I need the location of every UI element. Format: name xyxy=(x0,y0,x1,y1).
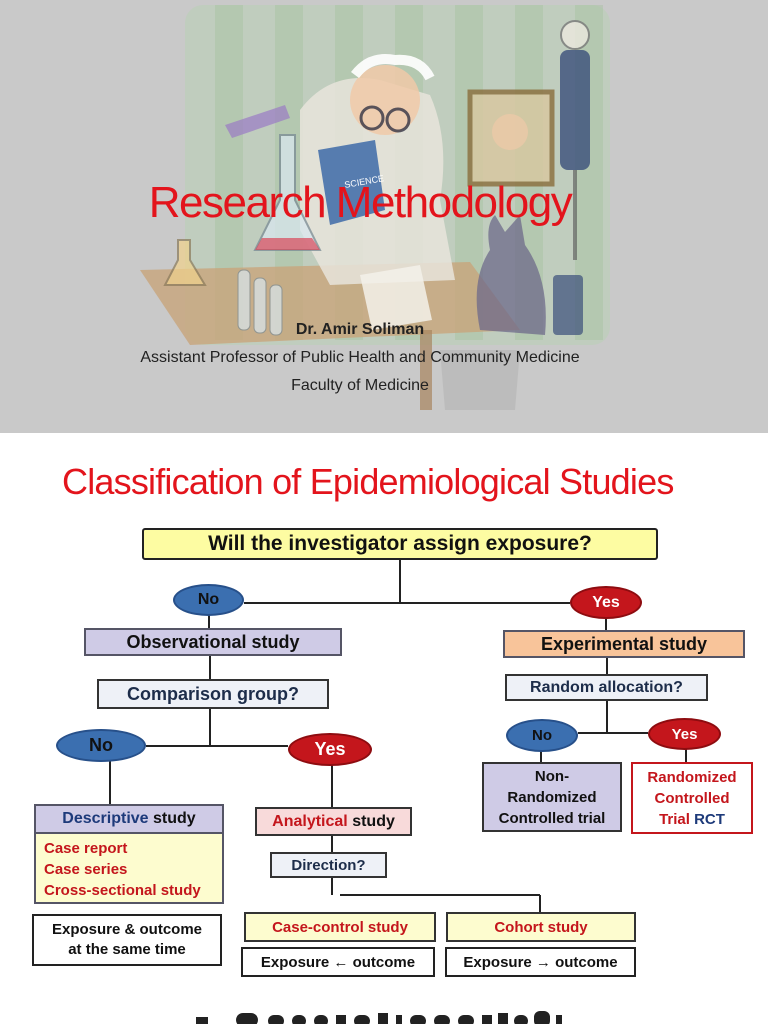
non-randomized-trial-box: Non- Randomized Controlled trial xyxy=(482,762,622,832)
exposure-same-line2: at the same time xyxy=(68,941,186,958)
no-oval-comparison: No xyxy=(56,729,146,762)
list-item: Cross-sectional study xyxy=(44,882,201,899)
list-item: Case report xyxy=(44,840,128,857)
descriptive-word: Descriptive xyxy=(62,810,149,827)
assign-exposure-question: Will the investigator assign exposure? xyxy=(142,528,658,560)
yes-oval-random: Yes xyxy=(648,718,721,750)
comparison-group-question: Comparison group? xyxy=(97,679,329,709)
nrct-line3: Controlled trial xyxy=(498,809,606,827)
observational-study-box: Observational study xyxy=(84,628,342,656)
direction-question: Direction? xyxy=(270,852,387,878)
scientist-illustration: SCIENCE xyxy=(140,5,610,410)
experimental-study-box: Experimental study xyxy=(503,630,745,658)
slide-title: Research Methodology xyxy=(148,178,573,227)
author-faculty: Faculty of Medicine xyxy=(291,377,429,394)
rct-line1: Randomized xyxy=(647,768,737,786)
slide-title: Classification of Epidemiological Studie… xyxy=(62,461,674,502)
exposure-same-line1: Exposure & outcome xyxy=(51,921,203,938)
yes-oval-comparison: Yes xyxy=(288,733,372,766)
rct-line2: Controlled xyxy=(654,789,730,807)
title-slide: SCIENCE Research Methodology Dr. Amir So… xyxy=(0,0,768,433)
analytical-study-box: Analytical study xyxy=(255,807,412,836)
list-item: Case series xyxy=(44,861,128,878)
flowchart-connectors xyxy=(109,560,687,912)
nrct-line2: Randomized xyxy=(507,788,597,806)
author-name: Dr. Amir Soliman xyxy=(295,321,425,338)
cohort-study-box: Cohort study xyxy=(446,912,636,942)
no-oval-random: No xyxy=(506,719,578,752)
yes-oval-assign: Yes xyxy=(570,586,642,619)
descriptive-study-types: Case report Case series Cross-sectional … xyxy=(34,834,224,904)
classification-slide: Classification of Epidemiological Studie… xyxy=(0,433,768,1024)
rct-trial-word: Trial xyxy=(659,810,690,828)
author-position: Assistant Professor of Public Health and… xyxy=(140,349,580,366)
exposure-from-outcome-box: Exposure ← outcome xyxy=(241,947,435,977)
study-word: study xyxy=(153,810,196,827)
study-word: study xyxy=(352,812,395,830)
rct-abbrev: RCT xyxy=(694,810,725,828)
next-slide-heading-fragment xyxy=(196,1011,562,1024)
random-allocation-question: Random allocation? xyxy=(505,674,708,701)
randomized-controlled-trial-box: Randomized Controlled Trial RCT xyxy=(631,762,753,834)
nrct-line1: Non- xyxy=(534,767,570,785)
analytical-word: Analytical xyxy=(272,812,348,830)
exposure-to-outcome-box: Exposure → outcome xyxy=(445,947,636,977)
case-control-study-box: Case-control study xyxy=(244,912,436,942)
descriptive-study-box: Descriptive study xyxy=(34,804,224,834)
exposure-outcome-same-time-box: Exposure & outcome at the same time xyxy=(32,914,222,966)
no-oval-assign: No xyxy=(173,584,244,616)
